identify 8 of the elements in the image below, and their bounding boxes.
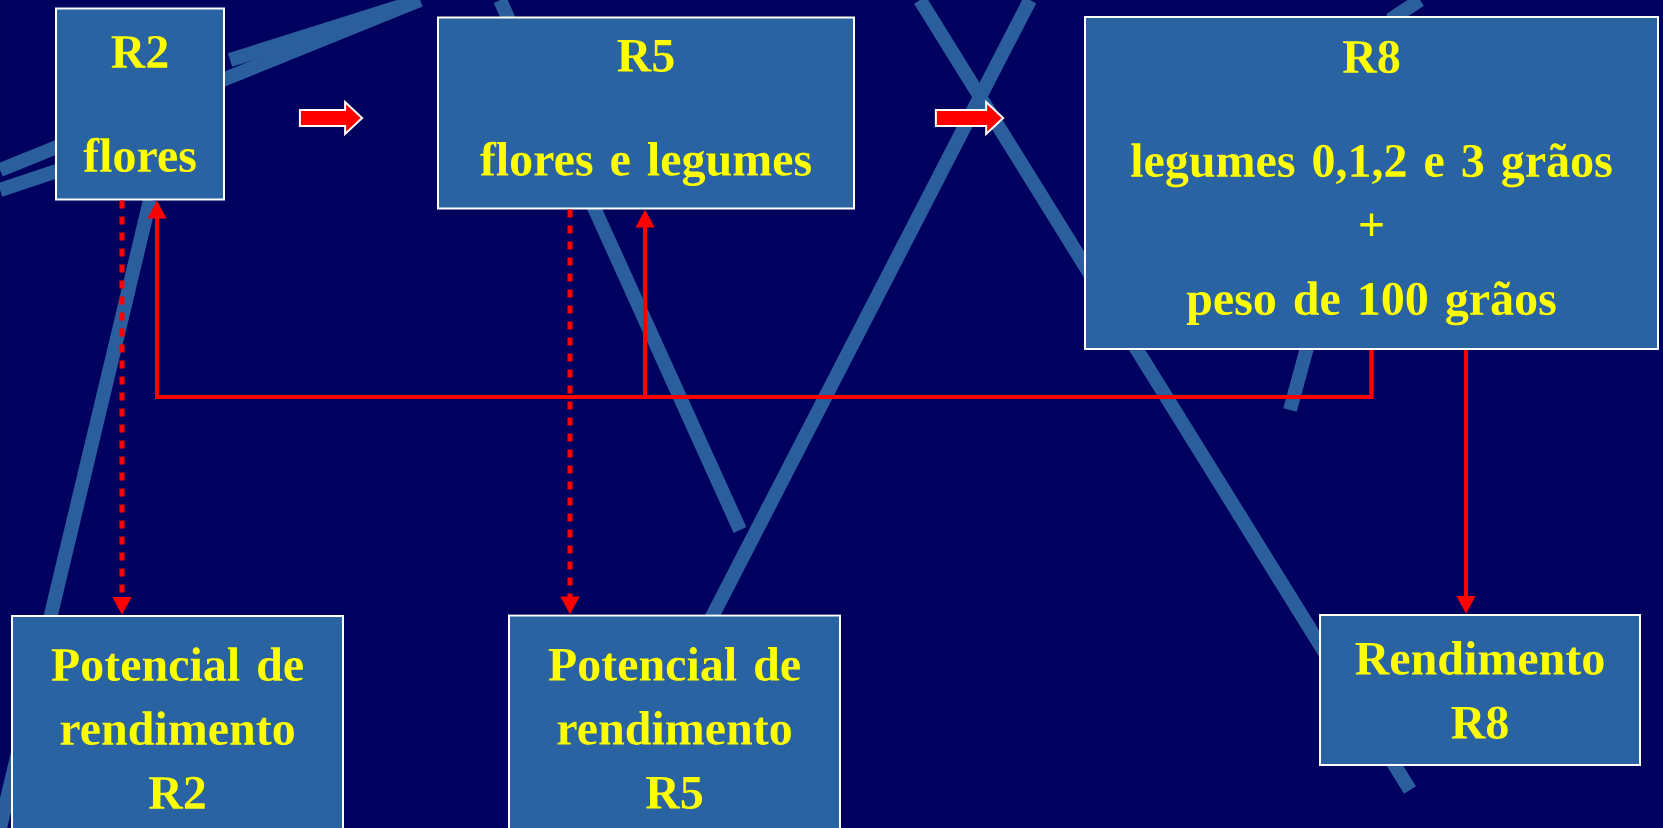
stage-box: R2 flores [55,7,225,201]
stage-box: R8 legumes 0,1,2 e 3 grãos + peso de 100 grãos [1084,16,1659,350]
stage-box: Rendimento R8 [1319,614,1641,766]
block-arrow [934,99,1005,137]
stage-box: R5 flores e legumes [437,16,855,210]
block-arrow [298,99,364,137]
stage-box: Potencial de rendimento R2 [11,615,344,828]
stage-box: Potencial de rendimento R5 [508,614,841,828]
